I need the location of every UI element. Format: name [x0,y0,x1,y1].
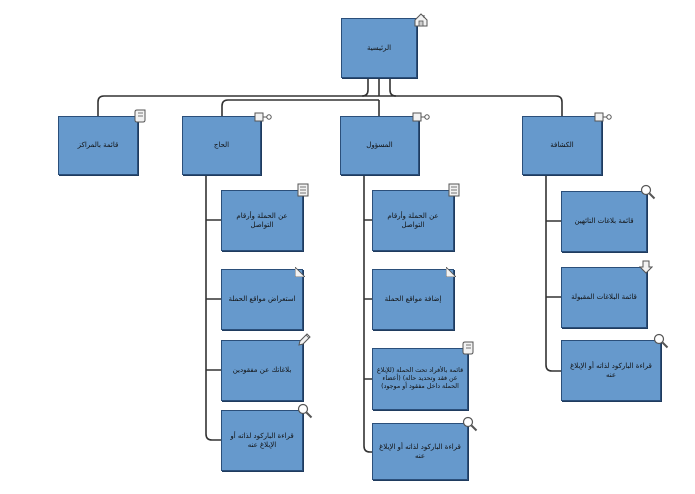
page-fold-icon [446,267,456,277]
document-lines-icon [297,183,309,197]
connector-officer-tick [364,219,372,380]
scroll-icon [134,108,148,124]
down-arrow-icon [639,260,653,274]
root-node[interactable]: الرئيسية [341,18,417,78]
officer-item-barcode[interactable]: قراءة الباركود لذاته أو الإبلاغ عنه [372,423,468,480]
branch-label: المسؤول [366,141,393,149]
magnifier-icon [653,333,669,349]
document-lines-icon [448,183,460,197]
branch-label: قائمة بالمراكز [77,141,119,149]
connector-scouts-tick [546,220,561,298]
connector-to-scouts [379,95,563,116]
magnifier-icon [640,184,656,200]
pilgrim-item-about[interactable]: عن الحملة وأرقام التواصل [221,190,303,251]
key-icon [594,111,612,123]
branch-label: الحاج [213,141,230,149]
house-icon [413,12,429,28]
connector-officer-trunk [363,175,372,453]
officer-item-about[interactable]: عن الحملة وأرقام التواصل [372,190,454,251]
magnifier-icon [297,403,313,419]
branch-centers[interactable]: قائمة بالمراكز [58,116,138,175]
branch-scouts[interactable]: الكشافة [522,116,602,175]
key-icon [254,111,272,123]
pencil-icon [296,332,312,348]
page-fold-icon [295,267,305,277]
connector-to-pilgrim [221,99,379,116]
scouts-item-barcode[interactable]: قراءة الباركود لذاته أو الإبلاغ عنه [561,340,661,401]
officer-item-members[interactable]: قائمة بالأفراد تحت الحملة (للإبلاغ عن فق… [372,348,468,410]
connector-to-centers [97,95,379,116]
scroll-icon [462,340,476,356]
root-label: الرئيسية [366,43,392,52]
pilgrim-item-reports[interactable]: بلاغاتك عن مفقودين [221,340,303,401]
key-icon [412,111,430,123]
officer-item-add-locations[interactable]: إضافة مواقع الحملة [372,269,454,330]
branch-label: الكشافة [550,141,574,149]
pilgrim-item-locations[interactable]: استعراض مواقع الحملة [221,269,303,330]
connector-pilgrim-trunk [205,175,221,441]
scouts-item-accepted[interactable]: قائمة البلاغات المقبولة [561,267,647,328]
scouts-item-lost-reports[interactable]: قائمة بلاغات التائهين [561,191,647,252]
connector-lines [97,78,563,453]
connector-scouts-trunk [545,175,561,372]
pilgrim-item-barcode[interactable]: قراءة الباركود لذاته أو الإبلاغ عنه [221,410,303,471]
branch-pilgrim[interactable]: الحاج [182,116,261,175]
magnifier-icon [462,416,478,432]
branch-officer[interactable]: المسؤول [340,116,419,175]
connector-pilgrim-tick [206,219,221,371]
